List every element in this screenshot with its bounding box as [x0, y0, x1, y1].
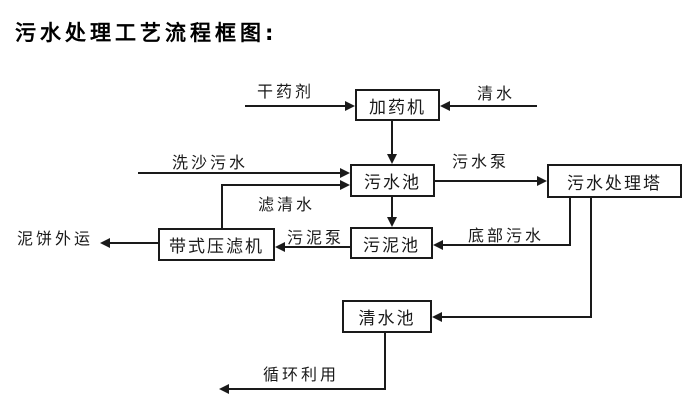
- flow-label-sewage-pump: 污水泵: [452, 152, 510, 171]
- edge-bottom-sewage-hline: [443, 244, 571, 246]
- arrowhead-mud-cake-icon: [100, 238, 110, 248]
- edge-filtered-water-hline: [221, 184, 341, 186]
- edge-clean-water-line: [450, 105, 537, 107]
- arrowhead-sludge-pump-icon: [275, 242, 285, 252]
- edge-tower-to-clean-vline: [590, 198, 592, 318]
- diagram-title: 污水处理工艺流程框图:: [15, 21, 278, 45]
- edge-sewage-to-sludge-line: [391, 197, 393, 217]
- edge-recycling-hline: [229, 388, 386, 390]
- arrowhead-sewage-pump-icon: [537, 176, 547, 186]
- arrowhead-bottom-sewage-icon: [433, 240, 443, 250]
- edge-tower-to-clean-hline: [442, 316, 592, 318]
- flow-label-filtered-water: 滤清水: [258, 195, 316, 214]
- edge-bottom-sewage-vline: [569, 198, 571, 246]
- arrowhead-sand-wash-icon: [340, 168, 350, 178]
- node-belt-filter-press: 带式压滤机: [158, 228, 275, 261]
- flow-label-recycling: 循环利用: [263, 365, 340, 384]
- edge-dry-chemical-line: [245, 105, 345, 107]
- flow-label-sludge-pump: 污泥泵: [287, 228, 345, 247]
- flow-label-dry-chemical: 干药剂: [257, 82, 315, 101]
- arrowhead-dosing-to-sewage-icon: [387, 154, 397, 164]
- arrowhead-sewage-to-sludge-icon: [387, 217, 397, 227]
- flow-label-sand-wash-sewage: 洗沙污水: [172, 153, 249, 172]
- node-treatment-tower: 污水处理塔: [547, 164, 682, 198]
- arrowhead-clean-water-icon: [440, 101, 450, 111]
- flow-label-mud-cake-out: 泥饼外运: [17, 229, 94, 248]
- flow-label-clean-water: 清水: [477, 84, 516, 103]
- edge-sand-wash-line: [138, 172, 341, 174]
- arrowhead-dry-chemical-icon: [345, 101, 355, 111]
- node-clean-water-pool: 清水池: [342, 300, 432, 333]
- edge-sewage-pump-line: [435, 180, 537, 182]
- edge-dosing-to-sewage-line: [391, 121, 393, 155]
- node-dosing-machine: 加药机: [355, 89, 440, 121]
- edge-recycling-vline: [384, 333, 386, 390]
- arrowhead-filtered-water-icon: [340, 180, 350, 190]
- flow-label-bottom-sewage: 底部污水: [468, 226, 545, 245]
- edge-filtered-water-vline: [221, 185, 223, 228]
- node-sewage-pool: 污水池: [350, 164, 435, 197]
- edge-sludge-pump-line: [285, 246, 350, 248]
- node-sludge-pool: 污泥池: [350, 227, 433, 259]
- arrowhead-tower-to-clean-icon: [432, 312, 442, 322]
- edge-mud-cake-line: [110, 242, 158, 244]
- arrowhead-recycling-icon: [219, 384, 229, 394]
